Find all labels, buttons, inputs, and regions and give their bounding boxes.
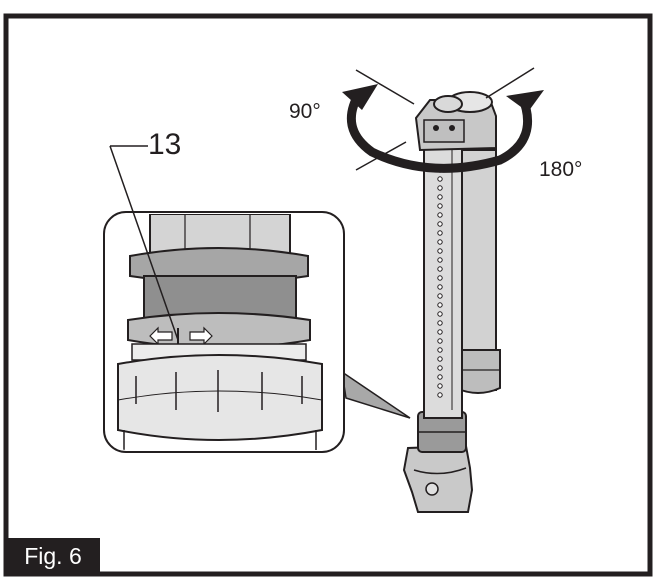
pole-hole xyxy=(437,284,443,290)
pole-hole xyxy=(437,257,443,263)
pole-hole xyxy=(437,221,443,227)
magnified-inset xyxy=(103,211,345,453)
pole-hole xyxy=(437,320,443,326)
tool-grip xyxy=(402,411,474,513)
pole-hole xyxy=(437,194,443,200)
pole-hole xyxy=(437,248,443,254)
front-pole xyxy=(423,139,463,419)
pole-hole xyxy=(437,392,443,398)
pole-hole xyxy=(437,230,443,236)
pole-hole xyxy=(437,239,443,245)
grip-button-icon xyxy=(425,482,439,496)
angle-label-90: 90° xyxy=(289,100,321,123)
angle-guide-90-top xyxy=(355,69,415,105)
pole-hole xyxy=(437,383,443,389)
arrowhead-left-icon xyxy=(342,84,378,110)
pole-hole xyxy=(437,275,443,281)
pole-hole xyxy=(437,329,443,335)
callout-13-label: 13 xyxy=(148,128,182,161)
pole-hole xyxy=(437,356,443,362)
tool-head xyxy=(414,91,497,152)
angle-guide-180 xyxy=(485,67,535,99)
figure-label: Fig. 6 xyxy=(6,538,100,574)
pole-hole xyxy=(437,347,443,353)
pole-hole xyxy=(437,185,443,191)
pole-hole xyxy=(437,203,443,209)
pole-hole xyxy=(437,374,443,380)
angle-label-180: 180° xyxy=(539,158,583,181)
pole-hole xyxy=(437,293,443,299)
pole-hole xyxy=(437,302,443,308)
rotation-arrow xyxy=(342,67,544,173)
pole-hole xyxy=(437,338,443,344)
callout-13-leader xyxy=(109,145,179,341)
pole-hole xyxy=(437,212,443,218)
pole-hole xyxy=(437,365,443,371)
zoom-connector xyxy=(340,370,411,419)
figure-frame xyxy=(3,13,653,577)
pole-hole xyxy=(437,266,443,272)
arrowhead-right-icon xyxy=(506,90,544,112)
pole-hole xyxy=(437,311,443,317)
angle-guide-90-bottom xyxy=(355,141,407,171)
pole-hole xyxy=(437,176,443,182)
